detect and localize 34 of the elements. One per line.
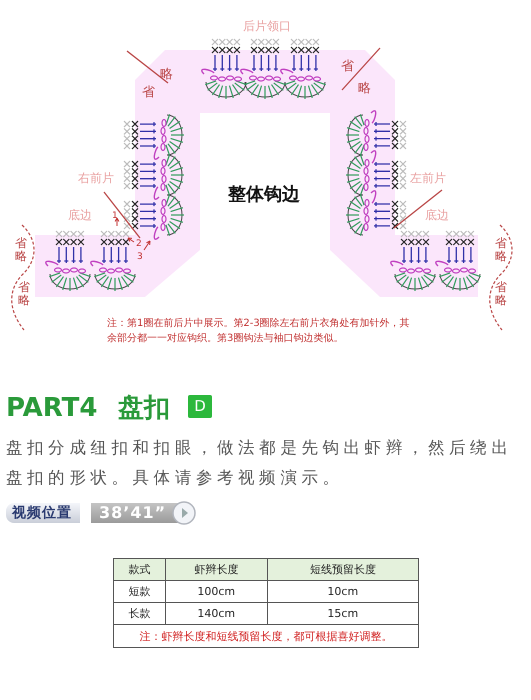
part-heading: 盘扣 [118,394,170,423]
instruction-paragraph: 盘扣分成纽扣和扣眼，做法都是先钩出虾辫，然后绕出盘扣的形状。具体请参考视频演示。 [6,437,514,489]
omit-mark: 省略 [495,237,507,264]
table-cell: 短款 [114,580,166,602]
table-cell: 100cm [165,580,268,602]
omit-mark: 略 [160,68,173,82]
table-cell: 长款 [114,602,166,624]
timestamp-label: 38’41” [91,503,179,523]
section-label: 后片领口 [243,20,291,34]
letter-badge: D [188,395,212,418]
header-cell: 款式 [114,558,166,580]
round-number: 3 [137,253,143,263]
round-number: 2 [136,240,142,250]
header-cell: 短线预留长度 [267,558,418,580]
omit-mark: 省略 [495,281,507,308]
header-cell: 虾辫长度 [165,558,268,580]
omit-mark: 略 [358,82,371,96]
part-heading: PART4 [6,394,98,423]
center-heading: 整体钩边 [228,185,300,205]
section-label: 左前片 [410,172,446,186]
section-label: 右前片 [78,172,114,186]
omit-mark: 省 [341,60,354,74]
video-position-label: 视频位置 [6,503,80,523]
table-cell: 140cm [165,602,268,624]
omit-mark: 省略 [18,281,30,308]
round-number: 1 [112,212,118,222]
note-text: 注：第1圈在前后片中展示。第2-3圈除左右前片衣角处有加针外，其余部分都一一对应钩织。第3圈钩法与袖口钩边类似。 [107,317,411,346]
table-note: 注：虾辫长度和短线预留长度，都可根据喜好调整。 [114,624,418,648]
section-label: 底边 [425,209,449,222]
table-cell: 10cm [267,580,418,602]
omit-mark: 省略 [15,237,27,264]
table-cell: 15cm [267,602,418,624]
section-label: 底边 [68,209,92,222]
omit-mark: 省 [142,86,155,100]
